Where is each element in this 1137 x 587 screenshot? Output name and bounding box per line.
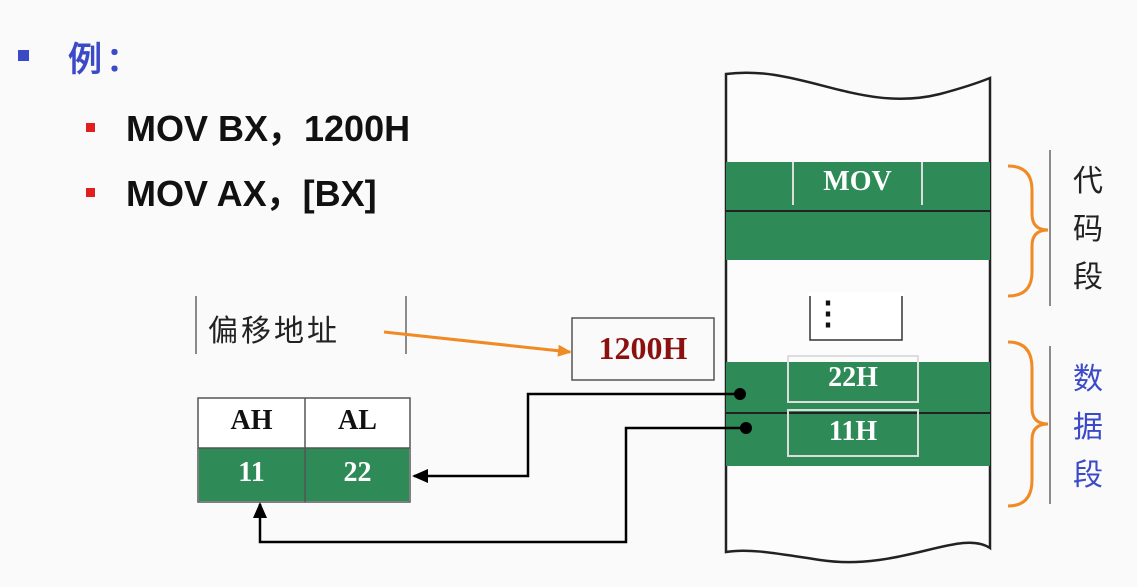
register-ah-label: AH [230, 405, 273, 436]
data-segment-brace [1007, 340, 1049, 508]
heading-bullet [18, 50, 29, 61]
data-band-top [726, 362, 990, 412]
instruction-bullet-1 [86, 123, 95, 132]
memory-cell-22h: 22H [828, 362, 878, 393]
data-segment-label: 数 据 段 [1068, 356, 1108, 500]
arrow-11h-to-ah [253, 426, 746, 544]
register-al-value: 22 [343, 457, 372, 488]
register-ah-value: 11 [238, 457, 265, 488]
example-heading: 例： [68, 40, 144, 80]
instruction-bullet-2 [86, 188, 95, 197]
data-band-bottom [726, 414, 990, 466]
offset-value-box [571, 317, 715, 381]
code-segment-label: 代 码 段 [1068, 158, 1108, 302]
code-segment-char-1: 代 [1073, 164, 1103, 199]
arrow-22h-to-al [412, 392, 740, 483]
memory-cell-11h: 11H [828, 416, 878, 447]
offset-arrow [383, 330, 572, 357]
code-segment-brace [1007, 164, 1049, 298]
instruction-1: MOV BX，1200H [126, 108, 411, 149]
offset-address-label: 偏移地址 [208, 314, 340, 349]
register-al-label: AL [338, 405, 377, 436]
memory-cell-mov: MOV [823, 166, 892, 197]
data-segment-char-3: 段 [1073, 458, 1103, 493]
code-segment-char-3: 段 [1073, 260, 1103, 295]
data-segment-char-1: 数 [1073, 362, 1103, 397]
code-band-bottom [726, 212, 990, 260]
data-segment-char-2: 据 [1073, 410, 1103, 445]
instruction-2: MOV AX，[BX] [126, 173, 377, 214]
code-segment-char-2: 码 [1073, 212, 1103, 247]
memory-ellipsis: ⋮ [812, 295, 844, 331]
register-value-band [199, 448, 409, 501]
code-band-top [726, 162, 990, 210]
offset-value: 1200H [598, 330, 688, 366]
